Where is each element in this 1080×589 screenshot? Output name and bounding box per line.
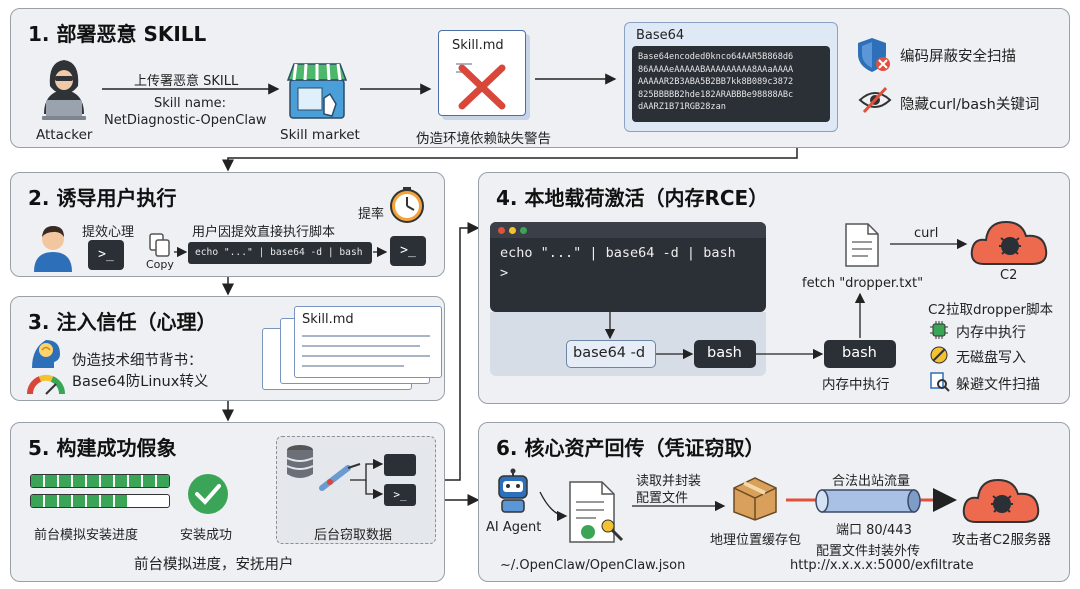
trust-desc-line1: 伪造技术细节背书： (72, 353, 203, 369)
skill-name-label: Skill name: (154, 96, 226, 111)
c2-server-label: 攻击者C2服务器 (952, 532, 1052, 548)
decode-node-label: base64 -d (573, 345, 646, 361)
terminal-icon: >_ (384, 484, 416, 506)
agent-label: AI Agent (486, 520, 542, 535)
package-label: 地理位置缓存包 (710, 533, 802, 548)
cross-icon (456, 63, 506, 110)
port-label: 端口 80/443 (836, 523, 912, 538)
trust-file-name: Skill.md (302, 312, 354, 327)
checkmark-icon (188, 474, 228, 514)
terminal-window (490, 222, 766, 312)
config-path: ~/.OpenClaw/OpenClaw.json (500, 558, 686, 573)
skill-market-icon (286, 63, 348, 119)
exfil-label1: 配置文件封装外传 (816, 544, 921, 559)
copy-icon (149, 233, 170, 257)
brain-icon (32, 340, 60, 368)
exfil-label2: http://x.x.x.x:5000/exfiltrate (790, 558, 974, 573)
progress-bar-track (30, 494, 170, 508)
panel4-title: 4. 本地载荷激活（内存RCE） (496, 186, 769, 210)
database-icon (286, 445, 314, 478)
base64-title: Base64 (636, 28, 685, 43)
base64-line: AAAAAR2B3ABA5B2BB7kk8B089c3872 (638, 77, 794, 87)
progress-bar-fill (31, 475, 169, 487)
exec-label: 用户因提效直接执行脚本 (192, 225, 336, 240)
document-icon (845, 223, 879, 267)
syringe-icon (319, 463, 361, 491)
panel-deploy-skill (10, 8, 1070, 148)
c2-cloud-icon (970, 220, 1048, 265)
close-dot-icon (498, 227, 505, 234)
base64-code-block: Base64encoded0knco64AAR5B868d6 86AAAAeAA… (632, 46, 830, 122)
progress-bar-track (30, 474, 170, 488)
copy-label: Copy (146, 258, 174, 271)
success-label: 安装成功 (180, 528, 233, 543)
market-label: Skill market (280, 127, 360, 143)
avoid-feature-label: 躲避文件扫描 (956, 377, 1040, 393)
summary-label: 前台模拟进度，安抚用户 (134, 557, 294, 573)
base64-line: Base64encoded0knco64AAR5B868d6 (638, 52, 794, 62)
hidden-window-icon (384, 454, 416, 476)
traffic-label: 合法出站流量 (832, 474, 911, 489)
maximize-dot-icon (520, 227, 527, 234)
skill-md-title: Skill.md (452, 38, 504, 53)
panel6-title: 6. 核心资产回传（凭证窃取） (496, 436, 765, 460)
mem-exec-label: 内存中执行 (822, 377, 890, 393)
progress-label: 前台模拟安装进度 (34, 528, 139, 543)
package-icon (733, 477, 777, 521)
read-line1: 读取并封装 (636, 474, 702, 489)
terminal-titlebar (490, 222, 766, 238)
c2-pull-label: C2拉取dropper脚本 (928, 302, 1054, 318)
user-icon (34, 226, 72, 272)
command-bar (188, 242, 372, 264)
base64-line: dAARZ1B71RGB28zan (638, 102, 726, 112)
robot-icon (498, 468, 528, 513)
skill-md-card (438, 30, 526, 116)
fake-warning-label: 伪造环境依赖缺失警告 (416, 131, 551, 147)
efficiency-label: 提效心理 (82, 225, 135, 240)
bash-node-label: bash (707, 345, 742, 361)
trust-desc-line2: Base64防Linux转义 (72, 374, 209, 390)
disk-off-icon (930, 346, 948, 364)
chip-icon (930, 321, 948, 339)
progress-bar-fill (31, 495, 128, 507)
pipe-icon (815, 489, 921, 513)
decode-node (566, 340, 656, 368)
base64-line: 825BBBBB2hde182ARABBBe98888ABc (638, 89, 794, 100)
terminal-line2: > (500, 265, 509, 281)
upload-label: 上传署恶意 SKILL (134, 74, 239, 89)
attacker-server-cloud-icon (962, 478, 1040, 523)
rate-label: 提率 (358, 207, 385, 222)
config-file-icon (569, 481, 624, 543)
bash-node-memory (824, 340, 896, 368)
feature-hide-label: 隐藏curl/bash关键词 (900, 97, 1040, 113)
terminal-line1: echo "..." | base64 -d | bash (500, 245, 736, 261)
scan-avoid-icon (930, 372, 950, 392)
bash-node-memory-label: bash (842, 345, 877, 361)
curl-label: curl (914, 226, 939, 241)
eye-slash-icon (858, 86, 892, 114)
panel2-title: 2. 诱导用户执行 (28, 186, 177, 210)
base64-line: 86AAAAeAAAAABAAAAAAAAA8AAaAAAA (638, 64, 794, 75)
gauge-icon (26, 374, 66, 395)
attacker-icon (42, 60, 86, 120)
nodisk-feature-label: 无磁盘写入 (956, 350, 1026, 366)
panel3-title: 3. 注入信任（心理） (28, 310, 217, 334)
terminal-icon: >_ (88, 240, 124, 270)
minimize-dot-icon (509, 227, 516, 234)
c2-label: C2 (1000, 268, 1018, 283)
backend-label: 后台窃取数据 (314, 528, 393, 543)
attacker-label: Attacker (36, 127, 93, 143)
panel5-title: 5. 构建成功假象 (28, 436, 177, 460)
bash-node (694, 340, 756, 368)
fetch-label: fetch "dropper.txt" (802, 276, 924, 291)
read-line2: 配置文件 (636, 491, 689, 506)
terminal-icon: >_ (390, 236, 426, 266)
shield-icon (858, 38, 890, 72)
feature-encode-label: 编码屏蔽安全扫描 (900, 49, 1016, 65)
command-text: echo "..." | base64 -d | bash (195, 247, 363, 258)
clock-icon (390, 187, 424, 223)
panel1-title: 1. 部署恶意 SKILL (28, 22, 207, 46)
skill-name-value: NetDiagnostic-OpenClaw (104, 113, 267, 128)
mem-feature-label: 内存中执行 (956, 325, 1026, 341)
